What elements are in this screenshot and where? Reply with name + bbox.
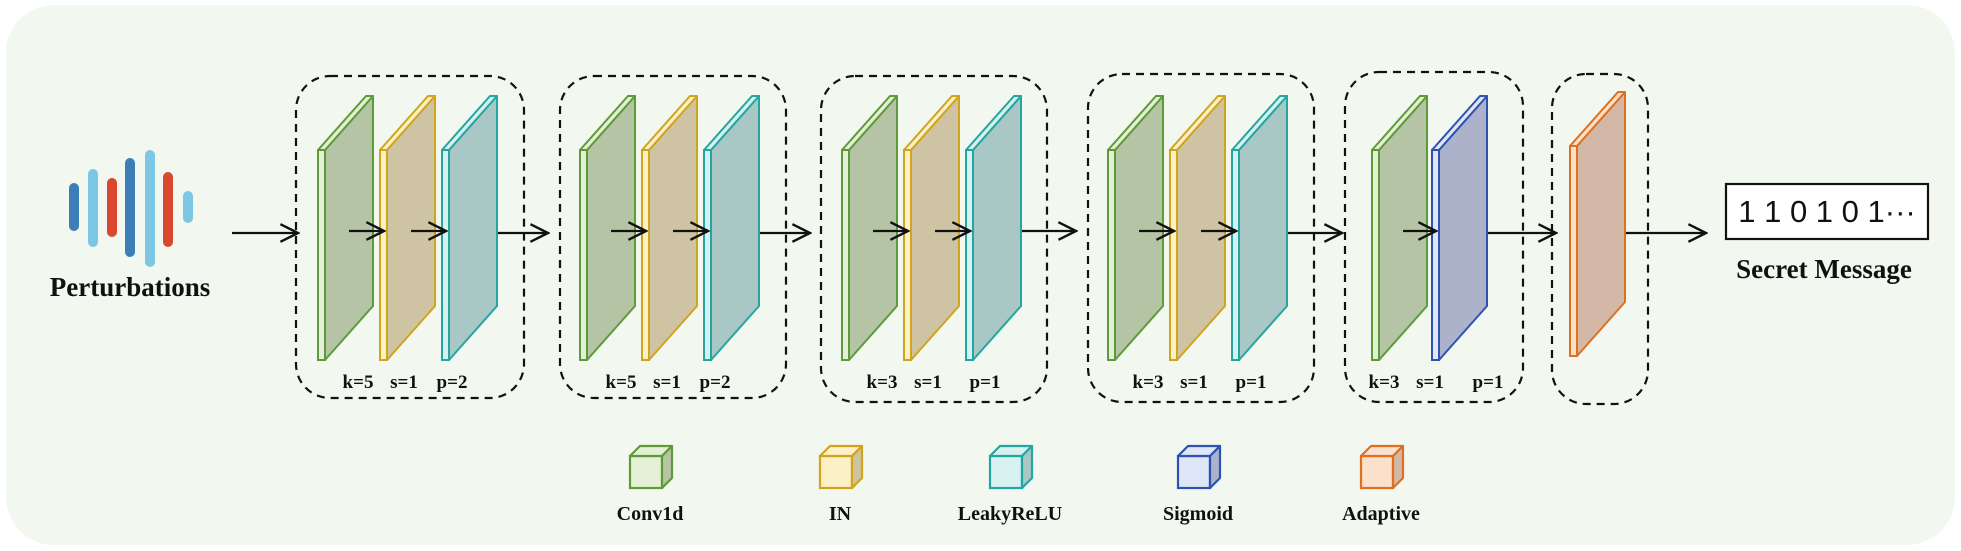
block-boundary [1343, 70, 1525, 404]
leakyrelu-layer [441, 95, 498, 361]
legend-label: LeakyReLU [958, 503, 1062, 525]
block-boundary [1550, 72, 1650, 406]
legend-label: IN [829, 503, 852, 525]
param-p: p=2 [700, 372, 731, 393]
param-s: s=1 [653, 372, 681, 393]
block-3: k=3 s=1 p=1 [819, 74, 1049, 404]
legend-label: Conv1d [617, 503, 684, 525]
leakyrelu-layer [703, 95, 760, 361]
conv1d-layer [1371, 95, 1428, 361]
in-layer [1169, 95, 1226, 361]
in-layer [903, 95, 960, 361]
waveform-icon [69, 150, 193, 267]
param-k: k=3 [1369, 372, 1400, 393]
param-s: s=1 [1180, 372, 1208, 393]
block-params: k=3 s=1 p=1 [1369, 372, 1504, 393]
block-params: k=5 s=1 p=2 [606, 372, 731, 393]
block-boundary [1086, 72, 1316, 404]
param-p: p=1 [970, 372, 1001, 393]
legend-item-leakyrelu: LeakyReLU [958, 444, 1062, 525]
legend-sigmoid-icon [1176, 444, 1222, 490]
block-4: k=3 s=1 p=1 [1086, 72, 1316, 404]
conv1d-layer [841, 95, 898, 361]
secret-message-box [1724, 182, 1930, 241]
param-p: p=1 [1473, 372, 1504, 393]
conv1d-layer [317, 95, 374, 361]
param-s: s=1 [914, 372, 942, 393]
in-layer [379, 95, 436, 361]
output-label: Secret Message [1736, 254, 1912, 284]
network-blocks: k=5 s=1 p=2 k=5 s=1 p=2 k=3 s=1 p=1 k=3 s=1 p=1 k=3 s… [294, 70, 1650, 406]
leakyrelu-layer [965, 95, 1022, 361]
param-p: p=1 [1236, 372, 1267, 393]
legend-label: Sigmoid [1163, 503, 1233, 525]
legend-conv1d-icon [628, 444, 674, 490]
block-6 [1550, 72, 1650, 406]
in-layer [641, 95, 698, 361]
param-k: k=5 [606, 372, 637, 393]
legend-leakyrelu-icon [988, 444, 1034, 490]
legend-item-adaptive: Adaptive [1342, 444, 1420, 525]
legend-item-in: IN [818, 444, 864, 525]
sigmoid-layer [1431, 95, 1488, 361]
param-s: s=1 [390, 372, 418, 393]
legend-label: Adaptive [1342, 503, 1420, 525]
block-params: k=3 s=1 p=1 [867, 372, 1001, 393]
input-label: Perturbations [50, 272, 210, 302]
param-k: k=3 [1133, 372, 1164, 393]
conv1d-layer [579, 95, 636, 361]
block-params: k=3 s=1 p=1 [1133, 372, 1267, 393]
adaptive-layer [1569, 91, 1626, 357]
legend-item-conv1d: Conv1d [617, 444, 684, 525]
legend: Conv1d IN LeakyReLU Sigmoid Adaptive [617, 444, 1420, 525]
leakyrelu-layer [1231, 95, 1288, 361]
block-boundary [558, 74, 788, 400]
secret-message-bits: 1 1 0 1 0 1··· [1738, 194, 1915, 229]
block-boundary [819, 74, 1049, 404]
block-boundary [294, 74, 526, 400]
block-1: k=5 s=1 p=2 [294, 74, 526, 400]
legend-adaptive-icon [1359, 444, 1405, 490]
block-2: k=5 s=1 p=2 [558, 74, 788, 400]
param-s: s=1 [1416, 372, 1444, 393]
block-params: k=5 s=1 p=2 [343, 372, 468, 393]
conv1d-layer [1107, 95, 1164, 361]
legend-in-icon [818, 444, 864, 490]
param-k: k=3 [867, 372, 898, 393]
param-p: p=2 [437, 372, 468, 393]
param-k: k=5 [343, 372, 374, 393]
legend-item-sigmoid: Sigmoid [1163, 444, 1233, 525]
block-5: k=3 s=1 p=1 [1343, 70, 1525, 404]
